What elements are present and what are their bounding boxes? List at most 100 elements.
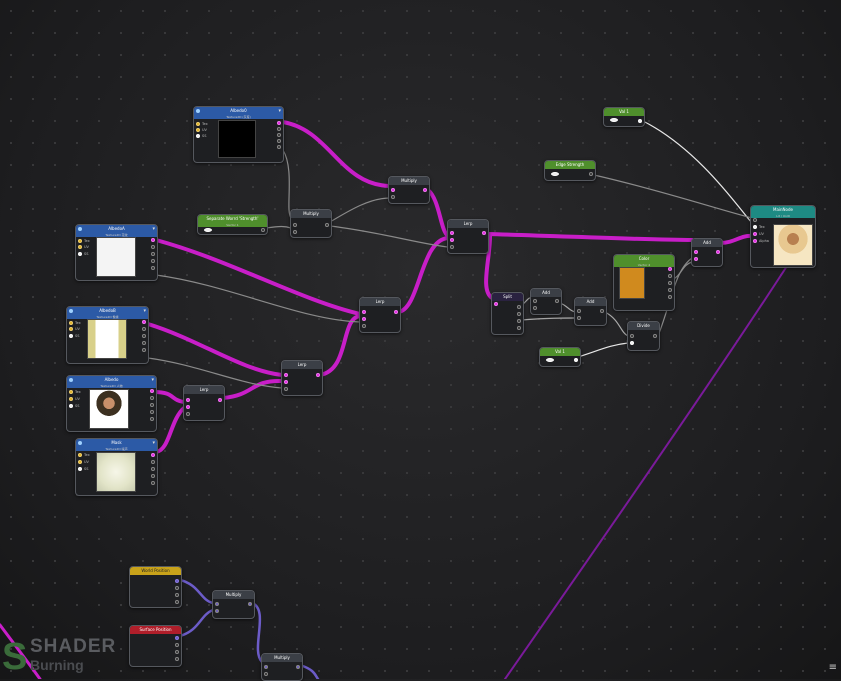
output-pin[interactable] (277, 133, 281, 137)
output-pin[interactable] (151, 245, 155, 249)
separate-strength-node[interactable]: Separate Worrd 'Strength' Vector 1 (197, 214, 268, 235)
input-pin[interactable] (362, 310, 366, 314)
output-pin[interactable] (151, 474, 155, 478)
node-header[interactable]: Albedo▾ (67, 376, 156, 384)
output-pin[interactable] (150, 403, 154, 407)
value-pin[interactable] (551, 172, 559, 176)
node-header[interactable]: AlbedoB▾ (67, 307, 148, 315)
output-pin[interactable] (142, 348, 146, 352)
node-header[interactable]: Albedo0▾ (194, 107, 283, 115)
output-pin[interactable] (175, 650, 179, 654)
input-pin[interactable] (533, 306, 537, 310)
output-pin[interactable] (175, 643, 179, 647)
collapse-arrow-icon[interactable]: ▾ (152, 226, 155, 232)
input-pin[interactable] (630, 334, 634, 338)
output-pin[interactable] (394, 310, 398, 314)
input-pin[interactable] (69, 390, 73, 394)
output-pin[interactable] (277, 121, 281, 125)
output-pin[interactable] (151, 453, 155, 457)
input-pin[interactable] (78, 467, 82, 471)
input-pin[interactable] (362, 317, 366, 321)
input-pin[interactable] (78, 453, 82, 457)
input-pin[interactable] (186, 405, 190, 409)
output-pin[interactable] (151, 252, 155, 256)
main-output-node[interactable]: MainNode Lit / Unlit Tex UV Alpha (750, 205, 816, 268)
collapse-arrow-icon[interactable]: ▾ (151, 377, 154, 383)
multiply-node[interactable]: Multiply (261, 653, 303, 681)
output-pin[interactable] (142, 320, 146, 324)
output-pin[interactable] (589, 172, 593, 176)
output-pin[interactable] (668, 295, 672, 299)
input-pin[interactable] (215, 609, 219, 613)
lerp-node[interactable]: Lerp (359, 297, 401, 333)
multiply-node[interactable]: Multiply (212, 590, 255, 619)
input-pin[interactable] (69, 404, 73, 408)
surface-position-node[interactable]: Surface Position (129, 625, 182, 667)
value-pin[interactable] (546, 358, 554, 362)
output-pin[interactable] (277, 139, 281, 143)
input-pin[interactable] (284, 380, 288, 384)
collapse-arrow-icon[interactable]: ▾ (143, 308, 146, 314)
output-pin[interactable] (151, 467, 155, 471)
color-node[interactable]: Color Vector 4 (613, 254, 675, 311)
input-pin[interactable] (186, 398, 190, 402)
input-pin[interactable] (264, 672, 268, 676)
color-swatch[interactable] (619, 267, 645, 299)
multiply-node[interactable]: Multiply (290, 209, 332, 238)
output-pin[interactable] (668, 288, 672, 292)
output-pin[interactable] (151, 481, 155, 485)
output-pin[interactable] (151, 460, 155, 464)
output-pin[interactable] (668, 281, 672, 285)
input-pin[interactable] (78, 239, 82, 243)
input-pin[interactable] (450, 238, 454, 242)
output-pin[interactable] (150, 396, 154, 400)
output-pin[interactable] (653, 334, 657, 338)
output-pin[interactable] (517, 319, 521, 323)
output-pin[interactable] (482, 231, 486, 235)
add-node[interactable]: Add (530, 288, 562, 315)
output-pin[interactable] (218, 398, 222, 402)
input-pin[interactable] (284, 373, 288, 377)
node-header[interactable]: AlbedoA▾ (76, 225, 157, 233)
input-pin[interactable] (69, 321, 73, 325)
add-node[interactable]: Add (691, 238, 723, 267)
vector1-node[interactable]: Edge Strength (544, 160, 596, 181)
output-pin[interactable] (142, 327, 146, 331)
output-pin[interactable] (151, 259, 155, 263)
input-pin[interactable] (577, 316, 581, 320)
input-pin[interactable] (694, 257, 698, 261)
input-pin[interactable] (284, 387, 288, 391)
output-pin[interactable] (175, 579, 179, 583)
input-pin[interactable] (196, 134, 200, 138)
input-pin[interactable] (215, 602, 219, 606)
output-pin[interactable] (175, 586, 179, 590)
output-pin[interactable] (175, 600, 179, 604)
output-pin[interactable] (277, 127, 281, 131)
output-pin[interactable] (277, 145, 281, 149)
vector1-node[interactable]: Val 1 (603, 107, 645, 127)
input-pin[interactable] (196, 122, 200, 126)
value-pin[interactable] (610, 118, 618, 122)
texture-node-albedo-b[interactable]: AlbedoB▾ Texture2D 像素 Tex UV SS (66, 306, 149, 364)
output-pin[interactable] (517, 305, 521, 309)
output-pin[interactable] (151, 238, 155, 242)
output-pin[interactable] (150, 410, 154, 414)
output-pin[interactable] (716, 250, 720, 254)
input-pin[interactable] (186, 412, 190, 416)
input-pin[interactable] (293, 230, 297, 234)
input-pin[interactable] (78, 252, 82, 256)
output-pin[interactable] (142, 341, 146, 345)
node-header[interactable]: Mask▾ (76, 439, 157, 447)
input-pin[interactable] (630, 341, 634, 345)
input-pin[interactable] (494, 302, 498, 306)
input-pin[interactable] (753, 232, 757, 236)
output-pin[interactable] (668, 274, 672, 278)
input-pin[interactable] (753, 218, 757, 222)
output-pin[interactable] (638, 119, 642, 123)
output-pin[interactable] (668, 267, 672, 271)
input-pin[interactable] (391, 188, 395, 192)
input-pin[interactable] (753, 239, 757, 243)
output-pin[interactable] (325, 223, 329, 227)
input-pin[interactable] (753, 225, 757, 229)
divide-node[interactable]: Divide (627, 321, 660, 351)
